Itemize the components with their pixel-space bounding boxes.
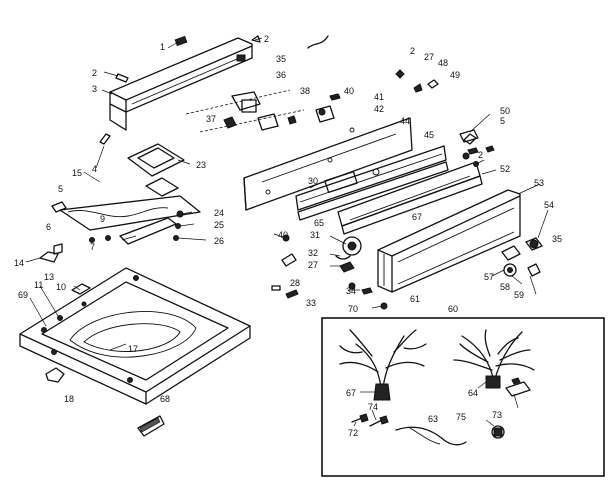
callout-labels: 1 2 2 2 2 3 4 5 5 6 7 9 10 11 13 14 15 1… [14, 34, 562, 438]
callout-57: 57 [484, 272, 494, 282]
callout-9: 9 [100, 214, 105, 224]
callout-64: 64 [468, 388, 478, 398]
callout-59: 59 [514, 290, 524, 300]
callout-27: 27 [424, 52, 434, 62]
callout-24: 24 [214, 208, 224, 218]
callout-36: 36 [276, 70, 286, 80]
part-34-fastener [361, 287, 373, 295]
callout-50: 50 [500, 106, 510, 116]
harness-bracket [39, 195, 201, 263]
screws-72-74 [351, 413, 389, 427]
callout-28: 28 [290, 278, 300, 288]
knob-assembly [281, 234, 362, 290]
callout-33: 33 [306, 298, 316, 308]
callout-37: 37 [206, 114, 216, 124]
callout-70: 70 [348, 304, 358, 314]
callout-74: 74 [368, 402, 378, 412]
clip-75 [491, 425, 505, 439]
callout-27: 27 [308, 260, 318, 270]
callout-1: 1 [160, 42, 165, 52]
wire-harness-64 [453, 329, 535, 389]
callout-4: 4 [92, 164, 97, 174]
callout-53: 53 [534, 178, 544, 188]
top-right-clips [395, 69, 495, 153]
callout-5: 5 [58, 184, 63, 194]
callout-41: 41 [374, 92, 384, 102]
callout-54: 54 [544, 200, 554, 210]
callout-52: 52 [500, 164, 510, 174]
callout-2: 2 [478, 150, 483, 160]
wire-63 [395, 426, 467, 446]
callout-7: 7 [90, 242, 95, 252]
inset-frame [321, 317, 605, 477]
callout-68: 68 [160, 394, 170, 404]
callout-14: 14 [14, 258, 24, 268]
callout-40: 40 [278, 230, 288, 240]
callout-42: 42 [374, 104, 384, 114]
callout-18: 18 [64, 394, 74, 404]
callout-49: 49 [450, 70, 460, 80]
callout-67: 67 [412, 212, 422, 222]
callout-63: 63 [428, 414, 438, 424]
panel-trim [295, 145, 449, 221]
callout-61: 61 [410, 294, 420, 304]
callout-2: 2 [264, 34, 269, 44]
washer-top-frame [19, 267, 251, 405]
callout-32: 32 [308, 248, 318, 258]
callout-23: 23 [196, 160, 206, 170]
leader-lines [25, 37, 549, 351]
callout-31: 31 [310, 230, 320, 240]
callout-67: 67 [346, 388, 356, 398]
console-top-channel [109, 37, 253, 131]
connector-73 [505, 377, 531, 397]
front-bezel [337, 129, 483, 235]
console-cover [377, 189, 521, 293]
top-clips [99, 35, 329, 145]
callout-34: 34 [346, 286, 356, 296]
inset-leader-lines [353, 381, 519, 427]
callout-30: 30 [308, 176, 318, 186]
callout-72: 72 [348, 428, 358, 438]
callout-48: 48 [438, 58, 448, 68]
callout-5: 5 [500, 116, 505, 126]
callout-73: 73 [492, 410, 502, 420]
callout-2: 2 [410, 46, 415, 56]
callout-6: 6 [46, 222, 51, 232]
callout-15: 15 [72, 168, 82, 178]
wire-harness-67 [339, 329, 427, 401]
callout-25: 25 [214, 220, 224, 230]
callout-75: 75 [456, 412, 466, 422]
control-housing [127, 143, 185, 197]
timer-switch-group [185, 89, 341, 133]
callout-10: 10 [56, 282, 66, 292]
callout-2: 2 [92, 68, 97, 78]
callout-69: 69 [18, 290, 28, 300]
callout-3: 3 [92, 84, 97, 94]
callout-13: 13 [44, 272, 54, 282]
right-knobs [501, 237, 543, 277]
callout-38: 38 [300, 86, 310, 96]
bottom-bracket [137, 415, 165, 437]
callout-44: 44 [400, 116, 410, 126]
control-panel [243, 117, 413, 211]
callout-17: 17 [128, 344, 138, 354]
callout-45: 45 [424, 130, 434, 140]
callout-65: 65 [314, 218, 324, 228]
callout-60: 60 [448, 304, 458, 314]
callout-35: 35 [552, 234, 562, 244]
screws-28-33 [271, 285, 299, 299]
callout-58: 58 [500, 282, 510, 292]
callout-40: 40 [344, 86, 354, 96]
callout-35: 35 [276, 54, 286, 64]
callout-11: 11 [34, 280, 43, 290]
callout-26: 26 [214, 236, 224, 246]
wire-63-branch [409, 427, 441, 445]
